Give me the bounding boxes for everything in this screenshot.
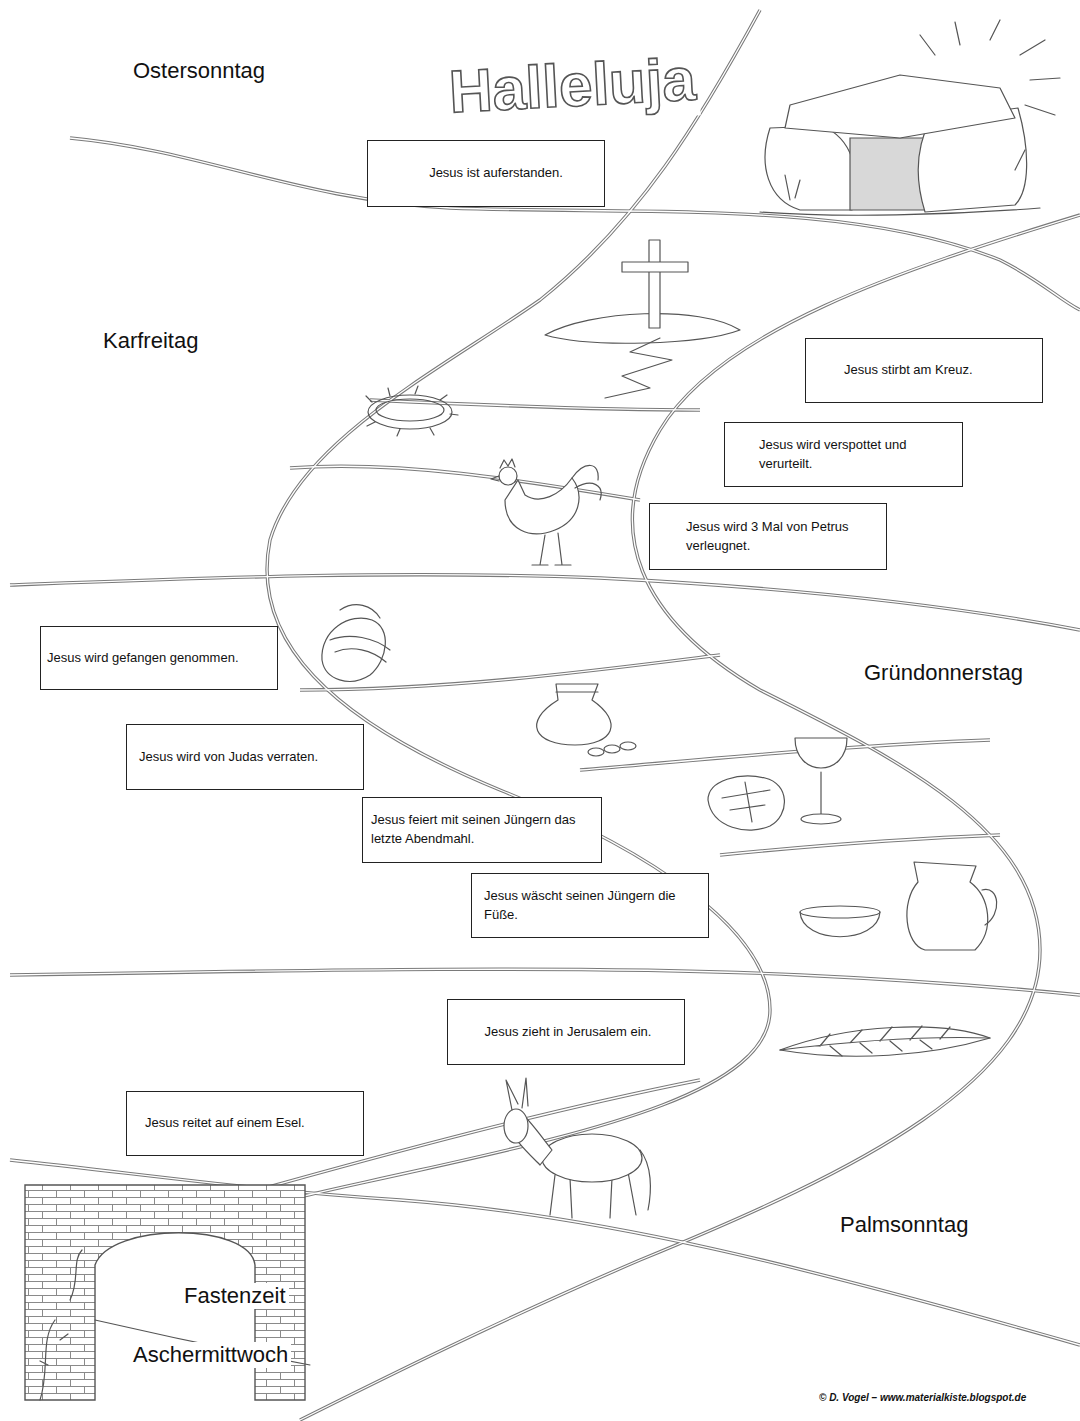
event-box: Jesus stirbt am Kreuz. xyxy=(805,338,1043,403)
event-box: Jesus feiert mit seinen Jüngern das letz… xyxy=(362,797,602,863)
event-text: Jesus wird von Judas verraten. xyxy=(139,748,353,767)
divider-line xyxy=(10,969,1080,995)
chalice xyxy=(795,738,847,768)
event-box: Jesus reitet auf einem Esel. xyxy=(126,1091,364,1156)
rooster-body xyxy=(505,478,579,534)
event-box: Jesus wird von Judas verraten. xyxy=(126,724,364,790)
path-lines xyxy=(10,10,1080,1420)
tomb-opening xyxy=(850,138,928,210)
bound-hands xyxy=(322,605,390,682)
ground xyxy=(760,208,1040,215)
bowl-and-jug xyxy=(800,862,997,950)
divider-line xyxy=(720,835,1000,855)
road-edge xyxy=(250,10,770,1210)
hill xyxy=(545,314,740,344)
day-label: Palmsonntag xyxy=(837,1212,971,1238)
brick-arch xyxy=(25,1185,310,1400)
event-text: Jesus ist auferstanden. xyxy=(398,164,594,183)
event-text: Jesus reitet auf einem Esel. xyxy=(145,1114,353,1133)
divider-line xyxy=(10,969,1080,995)
rooster xyxy=(491,459,601,565)
event-box: Jesus wird verspottet und verurteilt. xyxy=(724,422,963,487)
event-text: Jesus wird verspottet und verurteilt. xyxy=(759,436,952,474)
bread-and-chalice xyxy=(708,738,847,830)
event-box: Jesus ist auferstanden. xyxy=(367,140,605,207)
capstone xyxy=(785,75,1015,138)
divider-line xyxy=(370,400,700,410)
event-box: Jesus wird 3 Mal von Petrus verleugnet. xyxy=(649,503,887,570)
rooster-head xyxy=(499,467,517,485)
divider-line xyxy=(580,740,990,770)
event-text: Jesus wird 3 Mal von Petrus verleugnet. xyxy=(686,518,876,556)
jug xyxy=(907,862,988,950)
event-text: Jesus feiert mit seinen Jüngern das letz… xyxy=(371,811,591,849)
day-label: Gründonnerstag xyxy=(861,660,1026,686)
cross xyxy=(622,262,688,272)
road-edge xyxy=(250,10,770,1210)
event-box: Jesus wird gefangen genommen. xyxy=(40,626,278,690)
copyright-note: © D. Vogel – www.materialkiste.blogspot.… xyxy=(816,1392,1029,1404)
day-label: Ostersonntag xyxy=(130,58,268,84)
divider-line xyxy=(10,575,1080,630)
day-label: Karfreitag xyxy=(100,328,201,354)
palm-leaf xyxy=(780,1026,990,1056)
divider-line xyxy=(580,740,990,770)
cross xyxy=(649,240,660,328)
event-box: Jesus zieht in Jerusalem ein. xyxy=(447,999,685,1065)
event-text: Jesus wird gefangen genommen. xyxy=(47,649,267,668)
day-label: Fastenzeit xyxy=(181,1283,289,1309)
empty-tomb xyxy=(760,20,1060,215)
divider-line xyxy=(10,575,1080,630)
divider-line xyxy=(370,400,700,410)
bread xyxy=(708,776,784,830)
road-edge xyxy=(300,215,1080,1420)
event-text: Jesus stirbt am Kreuz. xyxy=(844,361,1032,380)
event-text: Jesus zieht in Jerusalem ein. xyxy=(462,1023,674,1042)
day-label: Aschermittwoch xyxy=(130,1342,291,1368)
event-text: Jesus wäscht seinen Jüngern die Füße. xyxy=(484,887,698,925)
cross-on-hill xyxy=(545,240,740,398)
crown-of-thorns xyxy=(366,386,458,436)
event-box: Jesus wäscht seinen Jüngern die Füße. xyxy=(471,873,709,938)
road-edge xyxy=(300,215,1080,1420)
path-on-hill xyxy=(605,338,672,398)
halleluja-heading: Halleluja xyxy=(444,43,700,128)
donkey xyxy=(504,1078,650,1218)
divider-line xyxy=(720,835,1000,855)
money-bag xyxy=(537,684,636,756)
grass xyxy=(785,150,1025,200)
rock xyxy=(765,126,856,210)
